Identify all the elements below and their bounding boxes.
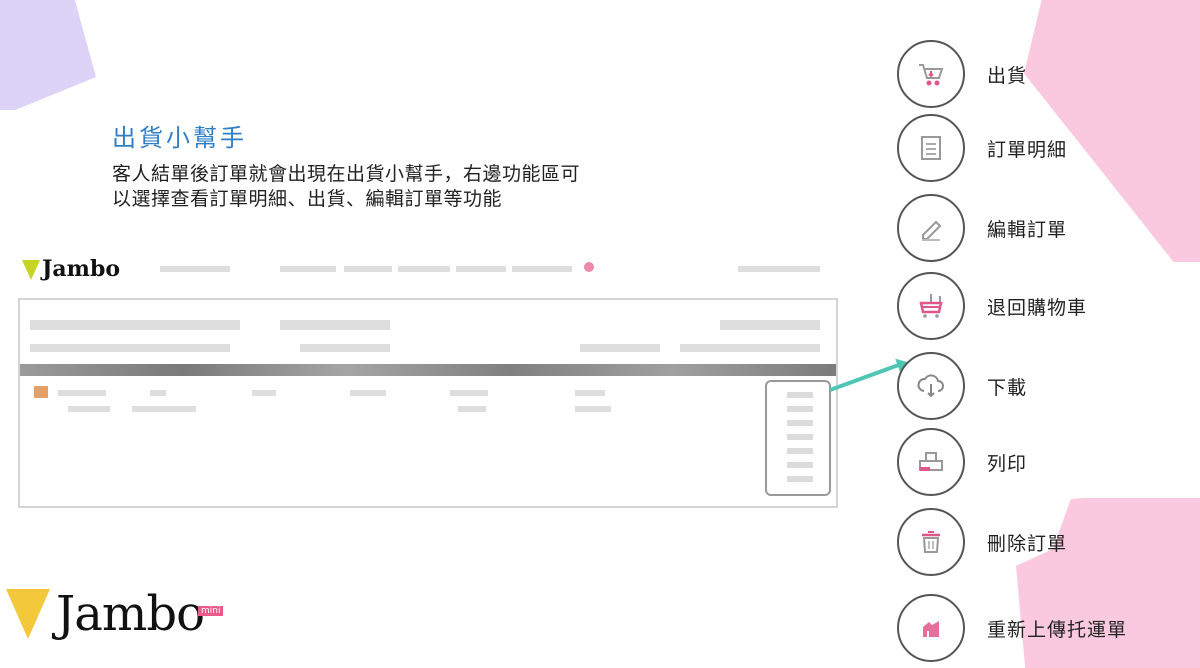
return-cart-icon bbox=[897, 272, 965, 340]
cell-placeholder bbox=[350, 390, 386, 396]
nav-placeholder bbox=[344, 266, 392, 272]
embedded-logo: Jambo bbox=[22, 256, 120, 282]
function-delete-order[interactable]: 刪除訂單 bbox=[897, 508, 1067, 576]
cell-placeholder bbox=[450, 390, 488, 396]
cell-placeholder bbox=[575, 390, 605, 396]
order-row-icon bbox=[34, 386, 48, 398]
filter-placeholder bbox=[30, 344, 230, 352]
brand-tag: mini bbox=[198, 606, 224, 616]
cell-placeholder bbox=[575, 406, 611, 412]
trash-icon bbox=[897, 508, 965, 576]
table-header-bar bbox=[20, 364, 836, 376]
function-order-detail[interactable]: 訂單明細 bbox=[897, 114, 1067, 182]
jambo-logo: Jambo mini bbox=[6, 586, 224, 642]
cell-placeholder bbox=[68, 406, 110, 412]
cell-placeholder bbox=[132, 406, 196, 412]
filter-select-placeholder bbox=[280, 320, 390, 330]
function-reupload-waybill[interactable]: 重新上傳托運單 bbox=[897, 594, 1127, 662]
action-placeholder bbox=[787, 406, 813, 412]
nav-placeholder bbox=[280, 266, 336, 272]
edit-pencil-icon bbox=[897, 194, 965, 262]
notification-dot bbox=[584, 262, 594, 272]
cell-placeholder bbox=[252, 390, 276, 396]
description-line-1: 客人結單後訂單就會出現在出貨小幫手，右邊功能區可 bbox=[112, 163, 581, 185]
pointer-arrow bbox=[829, 362, 903, 392]
order-detail-icon bbox=[897, 114, 965, 182]
action-placeholder bbox=[787, 434, 813, 440]
filter-select-placeholder bbox=[30, 320, 240, 330]
embedded-app-header: Jambo bbox=[18, 252, 838, 288]
action-placeholder bbox=[787, 420, 813, 426]
action-placeholder bbox=[787, 392, 813, 398]
function-download[interactable]: 下載 bbox=[897, 352, 1027, 420]
description-line-2: 以選擇查看訂單明細、出貨、編輯訂單等功能 bbox=[112, 188, 503, 210]
nav-placeholder bbox=[456, 266, 506, 272]
nav-placeholder bbox=[512, 266, 572, 272]
slide-title: 出貨小幫手 bbox=[112, 124, 247, 152]
user-placeholder bbox=[738, 266, 820, 272]
filter-placeholder bbox=[580, 344, 660, 352]
action-placeholder bbox=[787, 448, 813, 454]
filter-placeholder bbox=[680, 344, 820, 352]
filter-placeholder bbox=[300, 344, 390, 352]
cloud-download-icon bbox=[897, 352, 965, 420]
action-placeholder bbox=[787, 462, 813, 468]
search-placeholder bbox=[720, 320, 820, 330]
shipping-cart-icon bbox=[897, 40, 965, 108]
slide-description: 客人結單後訂單就會出現在出貨小幫手，右邊功能區可 以選擇查看訂單明細、出貨、編輯… bbox=[112, 162, 712, 212]
nav-placeholder bbox=[398, 266, 450, 272]
function-print[interactable]: 列印 bbox=[897, 428, 1027, 496]
printer-icon bbox=[897, 428, 965, 496]
action-icons-column[interactable] bbox=[765, 380, 831, 496]
cone-icon bbox=[22, 260, 40, 280]
ice-cream-cone-icon bbox=[6, 589, 50, 639]
embedded-order-panel bbox=[18, 298, 838, 508]
function-edit-order[interactable]: 編輯訂單 bbox=[897, 194, 1067, 262]
action-placeholder bbox=[787, 476, 813, 482]
function-return-cart[interactable]: 退回購物車 bbox=[897, 272, 1087, 340]
reupload-icon bbox=[897, 594, 965, 662]
nav-placeholder bbox=[160, 266, 230, 272]
cell-placeholder bbox=[458, 406, 486, 412]
function-ship[interactable]: 出貨 bbox=[897, 40, 1027, 108]
cell-placeholder bbox=[58, 390, 106, 396]
decorative-purple-shape bbox=[0, 0, 96, 110]
cell-placeholder bbox=[150, 390, 166, 396]
